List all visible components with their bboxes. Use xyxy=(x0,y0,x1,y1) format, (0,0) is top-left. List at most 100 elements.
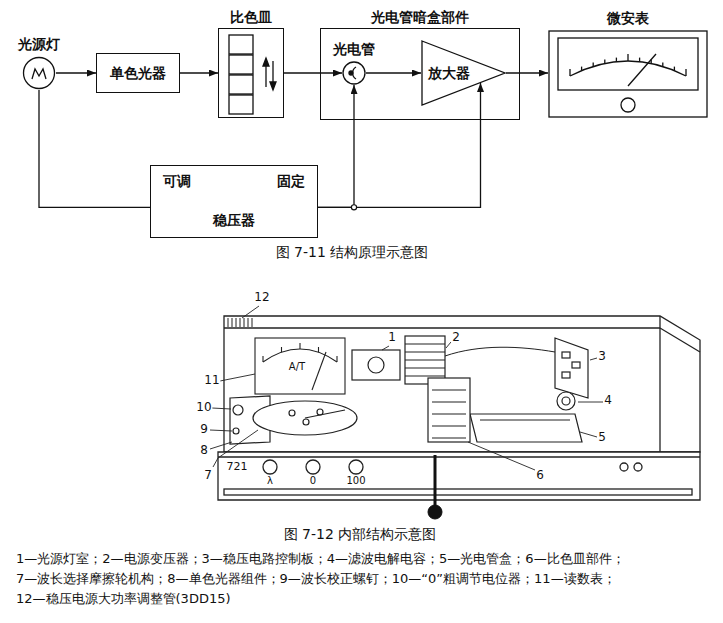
callout-number: 12 xyxy=(253,291,270,305)
phototube-box xyxy=(470,414,582,442)
regulator-power-tube xyxy=(244,318,245,327)
regulator-power-tube xyxy=(248,318,249,327)
power-transformer xyxy=(405,336,445,384)
callout-number: 9 xyxy=(199,423,209,437)
cuvette-assembly xyxy=(432,401,466,402)
parts-key: 12—稳压电源大功率调整管(3DD15) xyxy=(16,592,231,607)
instrument-case xyxy=(224,316,700,452)
process-box: 单色光器 xyxy=(96,53,180,93)
phototube-anode xyxy=(349,71,353,75)
cuvette-assembly xyxy=(432,389,466,390)
front-panel xyxy=(218,452,700,500)
wavelength-screw xyxy=(233,428,239,434)
node-label: 单色光器 xyxy=(110,65,166,82)
knob-label: 100 xyxy=(345,475,366,487)
regulator-power-tube xyxy=(236,318,237,327)
node-label: 放大器 xyxy=(428,65,470,82)
front-panel xyxy=(218,456,700,457)
callout-number: 2 xyxy=(451,331,461,345)
connector xyxy=(284,72,342,73)
meter-tick xyxy=(604,59,605,63)
wire xyxy=(445,347,555,356)
light-source-chamber xyxy=(368,357,384,373)
callout-number: 3 xyxy=(597,350,607,364)
cuvette-assembly xyxy=(432,425,466,426)
meter-tick xyxy=(616,58,617,62)
cuvette-cell xyxy=(229,95,253,114)
node-label: 可调 xyxy=(163,173,191,190)
power-transformer xyxy=(405,351,445,352)
meter-tick xyxy=(581,67,582,71)
node-heading: 光电管暗盒部件 xyxy=(371,9,469,26)
lamp-filament xyxy=(32,69,46,79)
cuvette-cell xyxy=(229,35,253,54)
amplifier-symbol xyxy=(422,41,505,105)
microammeter: 微安表 xyxy=(548,30,708,118)
connector xyxy=(56,72,96,73)
junctions xyxy=(351,205,356,210)
control-knob xyxy=(634,463,642,471)
cuvette-assembly xyxy=(432,413,466,414)
callout-number: 4 xyxy=(603,394,613,408)
process-box: 可调固定稳压器 xyxy=(150,165,318,238)
instrument-case xyxy=(659,316,660,452)
regulator-board xyxy=(555,338,588,398)
instrument-case xyxy=(224,327,660,328)
shutter-lever xyxy=(428,505,442,519)
cuvette-assembly xyxy=(428,378,470,442)
meter-tick xyxy=(593,62,594,66)
zero-potentiometer xyxy=(233,405,243,415)
callout-number: 10 xyxy=(195,401,212,415)
knob-label: λ xyxy=(266,475,274,487)
power-transformer xyxy=(405,375,445,376)
node-heading: 光源灯 xyxy=(18,36,60,53)
power-transformer xyxy=(405,343,445,344)
reading-meter xyxy=(262,356,263,362)
wavelength-disc xyxy=(289,410,295,416)
shutter-lever xyxy=(434,455,437,506)
phototube-box xyxy=(480,419,570,420)
cuvette-assembly xyxy=(428,378,470,442)
connector xyxy=(180,72,218,73)
front-panel xyxy=(224,489,692,495)
cuvette-cell xyxy=(229,55,253,74)
regulator-power-tube xyxy=(240,318,241,327)
node-heading: 微安表 xyxy=(607,10,649,27)
connector xyxy=(506,72,548,73)
connector xyxy=(39,90,150,207)
leader-line xyxy=(578,402,603,403)
node-label: 固定 xyxy=(277,173,305,190)
leader-line xyxy=(210,442,232,449)
connectors xyxy=(39,73,548,207)
shutter-lever xyxy=(428,455,442,519)
regulator-power-tube xyxy=(228,318,229,327)
leader-line xyxy=(212,408,231,409)
regulator-power-tube xyxy=(252,318,253,327)
meter-scale xyxy=(570,61,686,76)
light-source-chamber xyxy=(352,350,400,380)
control-knob xyxy=(620,463,628,471)
connector xyxy=(318,83,481,207)
leader-line xyxy=(210,430,232,431)
lamp-shape xyxy=(22,56,56,90)
lamp-bulb xyxy=(24,58,55,89)
regulator-board xyxy=(555,338,588,398)
filter-capacitor xyxy=(562,397,570,405)
wavelength-disc xyxy=(303,419,309,425)
regulator-power-tube xyxy=(232,318,233,327)
reading-meter xyxy=(255,338,345,394)
callout-number: 11 xyxy=(203,374,220,388)
regulator-board xyxy=(562,372,570,378)
node-heading: 比色皿 xyxy=(230,9,272,26)
power-transformer xyxy=(405,367,445,368)
leader-line xyxy=(220,374,255,381)
meter-tick xyxy=(662,62,663,66)
reading-meter xyxy=(263,349,337,362)
parts-key: 1—光源灯室；2—电源变压器；3—稳压电路控制板；4—滤波电解电容；5—光电管盒… xyxy=(16,552,625,567)
control-knob xyxy=(306,460,320,474)
leader-line xyxy=(382,346,389,350)
meter-shape xyxy=(548,30,708,118)
wavelength-disc xyxy=(253,401,357,435)
leader-line xyxy=(580,432,597,437)
